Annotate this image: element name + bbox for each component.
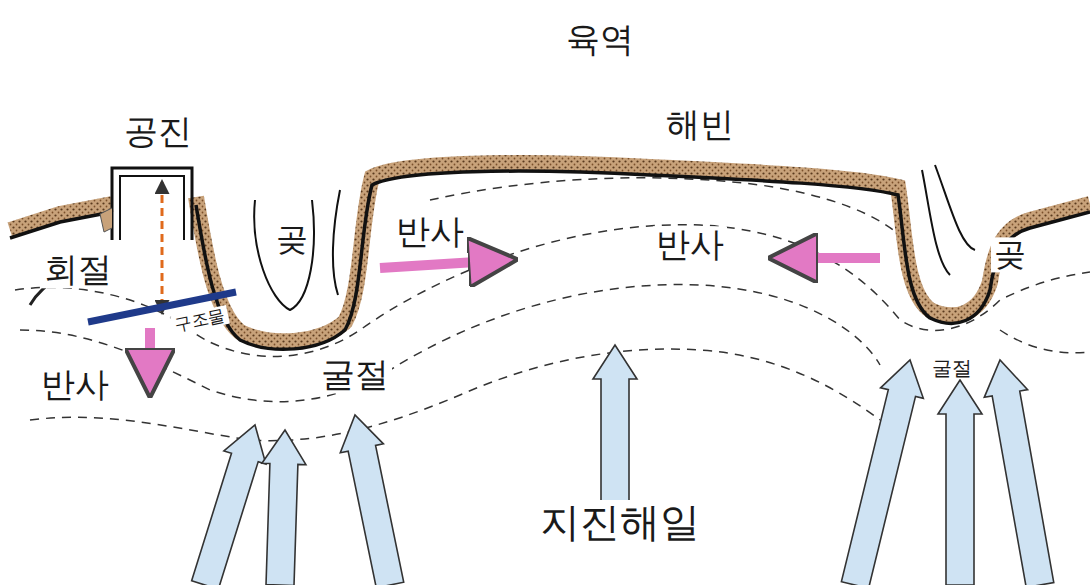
phenomenon-label: 반사 — [393, 213, 467, 250]
region-label: 육역 — [563, 21, 637, 58]
phenomenon-label: 굴절 — [318, 356, 392, 393]
tsunami-arrow — [938, 380, 982, 585]
landform-label: 곶 — [273, 222, 311, 257]
structure-label: 구조물 — [170, 305, 230, 335]
reflection-arrow — [150, 258, 880, 388]
phenomenon-label: 반사 — [653, 226, 727, 263]
harbour-basin — [100, 168, 192, 312]
region-label: 해빈 — [663, 106, 737, 143]
landform-label: 곶 — [991, 237, 1029, 272]
tsunami-arrow — [192, 345, 1054, 585]
cape-contour — [254, 165, 975, 310]
phenomenon-label: 공진 — [121, 113, 195, 150]
phenomenon-label: 굴절 — [929, 357, 975, 379]
tsunami-arrow — [340, 415, 403, 585]
phenomenon-label: 반사 — [38, 366, 112, 403]
tsunami-arrow — [192, 425, 266, 585]
phenomenon-label: 회절 — [41, 251, 115, 288]
tsunami-arrow — [262, 430, 306, 585]
title-label: 지진해일 — [537, 500, 703, 544]
tsunami-arrow — [593, 345, 637, 520]
tsunami-arrow — [841, 360, 923, 585]
tsunami-arrow — [984, 360, 1053, 585]
